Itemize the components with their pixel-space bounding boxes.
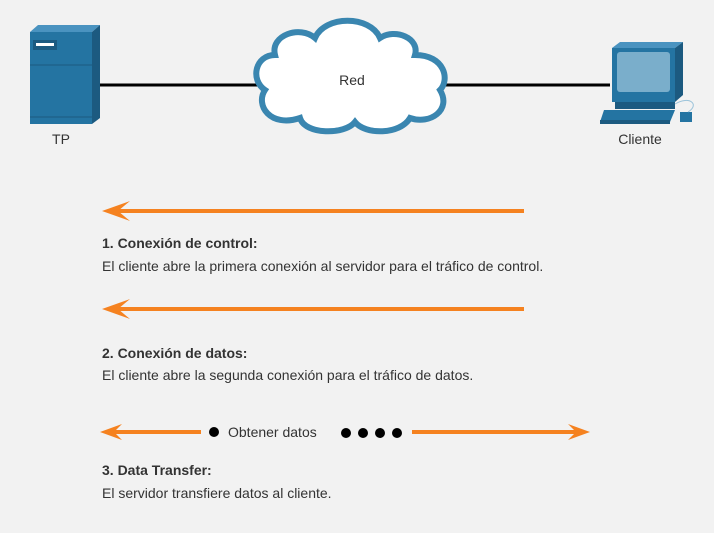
step-1-desc: El cliente abre la primera conexión al s… (102, 258, 544, 274)
flow-label: Obtener datos (228, 424, 317, 440)
transfer-right-arrow (412, 424, 590, 440)
cloud-icon (253, 17, 448, 135)
client-label: Cliente (618, 131, 662, 147)
transfer-left-arrow (100, 424, 201, 440)
step-2-desc: El cliente abre la segunda conexión para… (102, 367, 474, 383)
step-2-title: 2. Conexión de datos: (102, 345, 248, 361)
control-connection-arrow (102, 201, 524, 221)
step-3-title: 3. Data Transfer: (102, 462, 212, 478)
client-computer-icon (600, 42, 694, 124)
server-label: TP (52, 131, 70, 147)
step-3-desc: El servidor transfiere datos al cliente. (102, 485, 332, 501)
step-1-title: 1. Conexión de control: (102, 235, 258, 251)
server-icon (30, 25, 100, 124)
data-connection-arrow (102, 299, 524, 319)
network-label: Red (339, 72, 365, 88)
transfer-dots (209, 427, 402, 438)
